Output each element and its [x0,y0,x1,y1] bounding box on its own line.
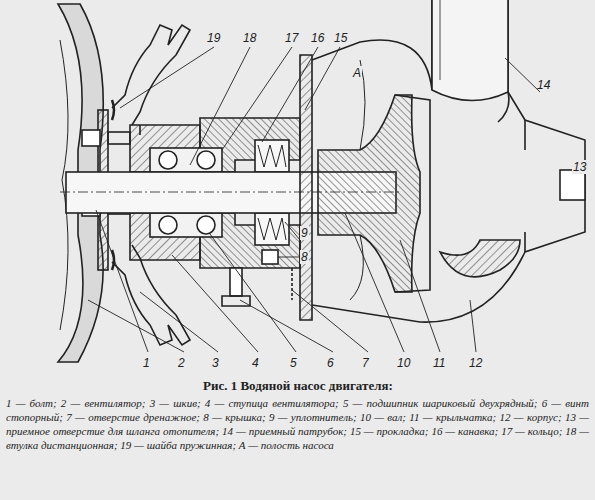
callout-number: 1 [142,356,151,370]
figure-caption: Рис. 1 Водяной насос двигателя: [203,378,393,393]
callout-number: 19 [206,31,221,45]
pump-drawing [0,0,595,380]
callout-number: 9 [300,226,309,240]
callout-number: 5 [289,356,298,370]
callout-number: 2 [177,356,186,370]
callout-number: 13 [572,160,587,174]
callout-number: 3 [211,356,220,370]
callout-number: 18 [242,31,257,45]
caption-key: 1 — болт; 2 — вентилятор; 3 — шкив; 4 — … [6,396,589,452]
leader-lines [88,47,540,352]
callout-number: 14 [536,78,551,92]
callout-number: А [352,66,362,80]
callout-number: 16 [310,31,325,45]
callout-number: 8 [300,250,309,264]
callout-number: 4 [251,356,260,370]
callout-number: 17 [284,31,299,45]
callout-number: 10 [396,356,411,370]
callout-number: 7 [361,356,370,370]
callout-number: 6 [326,356,335,370]
callout-number: 12 [468,356,483,370]
callout-number: 15 [333,31,348,45]
callout-number: 11 [432,356,446,370]
